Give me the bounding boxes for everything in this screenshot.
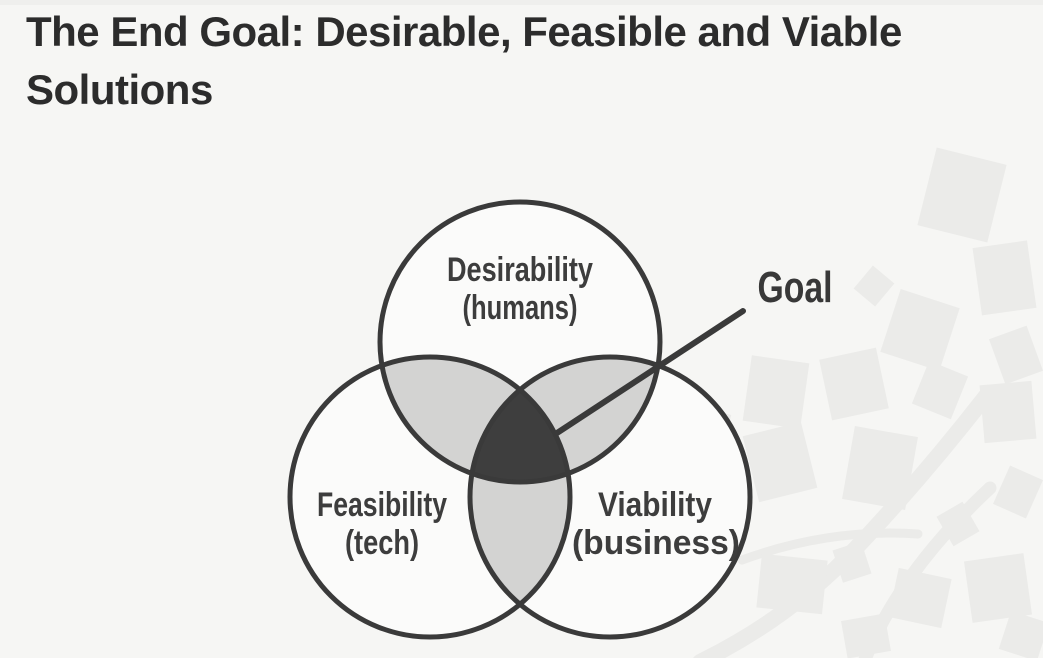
desirability-circle-outline bbox=[377, 199, 663, 485]
goal-pointer-line bbox=[554, 308, 746, 436]
viability-circle-outline bbox=[467, 354, 753, 640]
viability-label: Viability bbox=[598, 486, 712, 524]
desirability-label: Desirability bbox=[447, 251, 593, 289]
feasibility-sublabel: (tech) bbox=[345, 524, 419, 562]
viability-sublabel: (business) bbox=[572, 524, 740, 562]
desirability-sublabel: (humans) bbox=[463, 289, 578, 327]
goal-label: Goal bbox=[758, 263, 833, 312]
top-edge-strip bbox=[0, 0, 1043, 5]
slide-title: The End Goal: Desirable, Feasible and Vi… bbox=[26, 8, 902, 113]
feasibility-circle-outline bbox=[287, 354, 573, 640]
background-leaf-pattern bbox=[680, 147, 1043, 658]
feasibility-label: Feasibility bbox=[317, 486, 447, 524]
triple-intersection-goal-region bbox=[470, 357, 570, 482]
